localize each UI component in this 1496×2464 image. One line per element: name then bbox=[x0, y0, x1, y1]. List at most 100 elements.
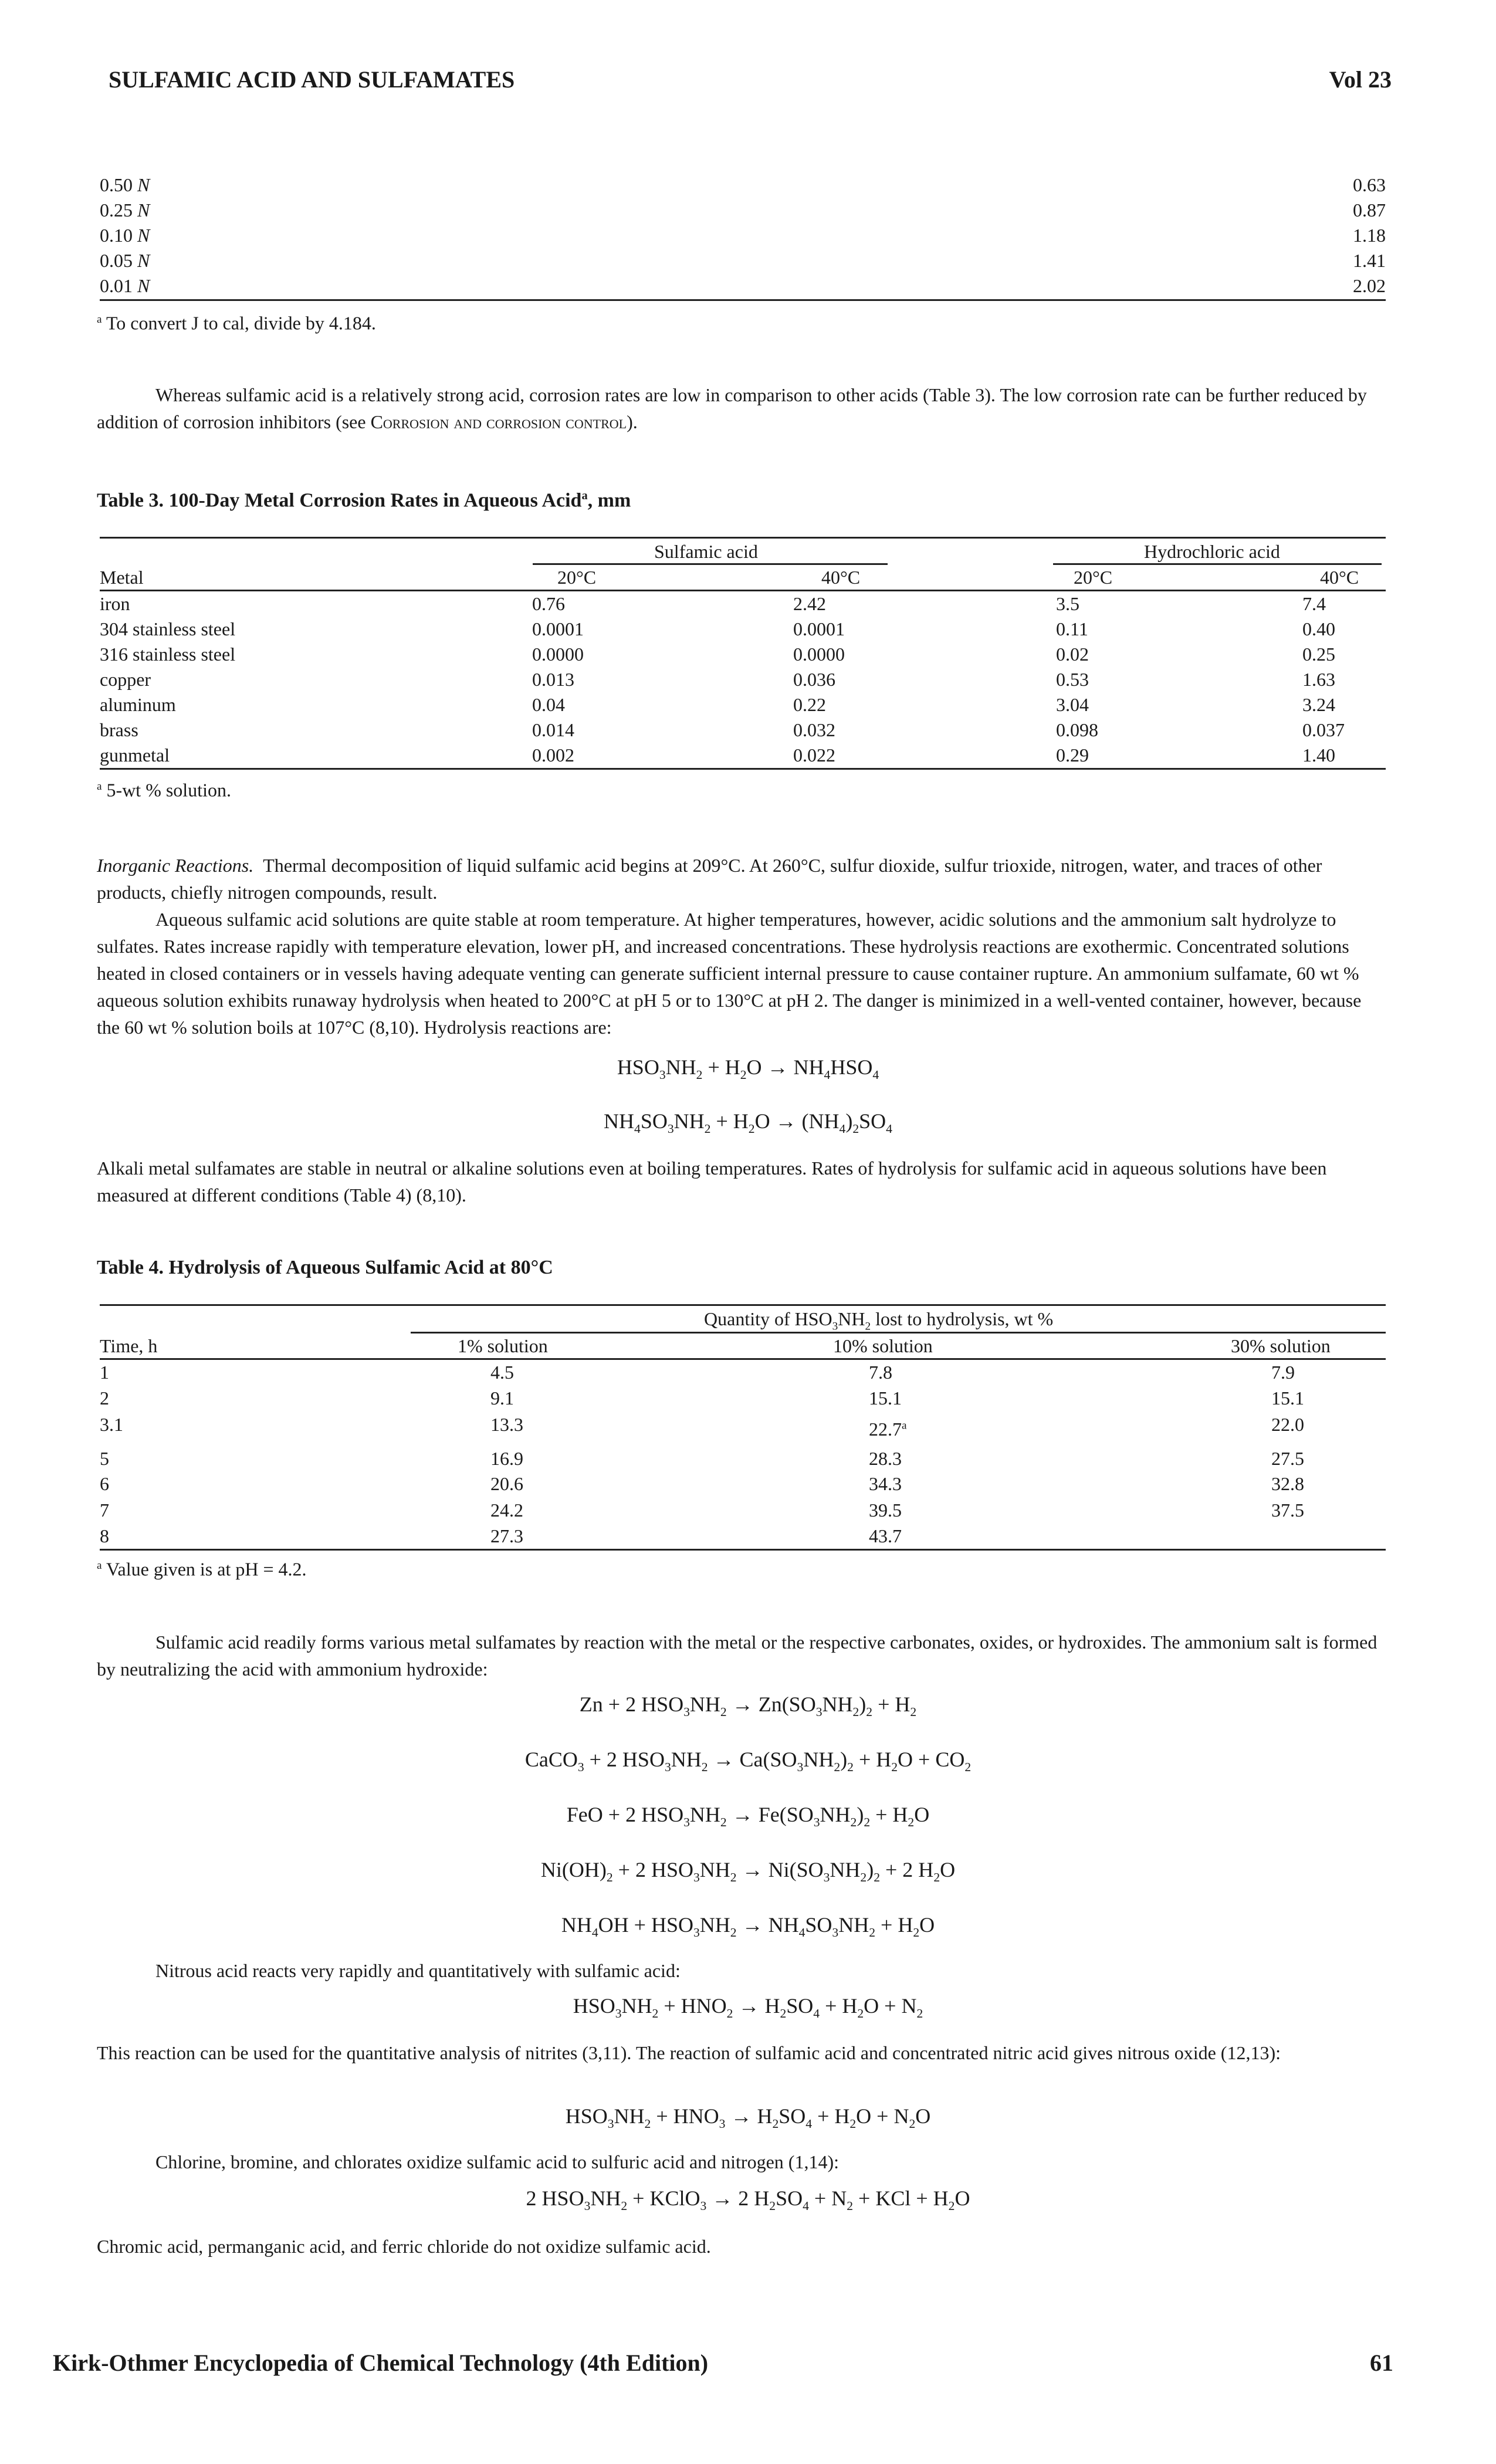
column-header-40c: 40°C bbox=[821, 567, 861, 588]
cell-value: 0.036 bbox=[793, 669, 835, 690]
cell-value: 0.29 bbox=[1056, 744, 1089, 766]
cell-time: 1 bbox=[100, 1362, 109, 1383]
cell-value: 13.3 bbox=[490, 1414, 523, 1435]
cell-value: 0.04 bbox=[532, 694, 565, 715]
paragraph: Whereas sulfamic acid is a relatively st… bbox=[97, 381, 1387, 435]
paragraph: Chlorine, bromine, and chlorates oxidize… bbox=[155, 2151, 839, 2172]
group-header: Quantity of HSO3NH2 lost to hydrolysis, … bbox=[704, 1308, 1054, 1333]
table-row: 7 24.2 39.5 37.5 bbox=[100, 1500, 1386, 1525]
column-header-10pct: 10% solution bbox=[833, 1335, 933, 1356]
table-row: 0.10 N 1.18 bbox=[100, 225, 1386, 251]
equation: Ni(OH)2 + 2 HSO3NH2 → Ni(SO3NH2)2 + 2 H2… bbox=[540, 1858, 956, 1885]
cell-value: 0.11 bbox=[1056, 618, 1088, 639]
table-caption: Table 4. Hydrolysis of Aqueous Sulfamic … bbox=[97, 1257, 553, 1278]
equation: HSO3NH2 + HNO2 → H2SO4 + H2O + N2 bbox=[573, 1994, 923, 2021]
group-header-hydrochloric: Hydrochloric acid bbox=[1144, 541, 1280, 562]
group-rule bbox=[1053, 563, 1382, 565]
cell-value: 1.40 bbox=[1302, 744, 1335, 766]
row-label: 0.10 bbox=[100, 225, 133, 246]
row-label: 0.50 bbox=[100, 174, 133, 195]
cell-metal: gunmetal bbox=[100, 744, 170, 766]
cell-number: 43.7 bbox=[869, 1525, 902, 1546]
cell-value: 16.9 bbox=[490, 1448, 523, 1469]
footnote-mark: a bbox=[97, 1559, 102, 1572]
table-row: 5 16.9 28.3 27.5 bbox=[100, 1448, 1386, 1474]
cell-metal: 316 stainless steel bbox=[100, 644, 236, 665]
cell-value: 1.63 bbox=[1302, 669, 1335, 690]
group-rule bbox=[411, 1332, 1386, 1333]
cell-metal: 304 stainless steel bbox=[100, 618, 236, 639]
table-footnote: a To convert J to cal, divide by 4.184. bbox=[97, 306, 376, 337]
cell-time: 7 bbox=[100, 1500, 109, 1521]
paragraph-tail: ). bbox=[627, 411, 638, 432]
cell-value: 28.3 bbox=[869, 1448, 902, 1470]
cell-value: 0.022 bbox=[793, 744, 835, 766]
footnote-text: 5-wt % solution. bbox=[106, 779, 231, 801]
cell-value: 34.3 bbox=[869, 1473, 902, 1495]
running-header-volume: Vol 23 bbox=[1329, 66, 1392, 93]
cell-value: 27.3 bbox=[490, 1525, 523, 1546]
row-value: 1.18 bbox=[1353, 225, 1386, 246]
cell-metal: copper bbox=[100, 669, 151, 690]
footnote-text: To convert J to cal, divide by 4.184. bbox=[106, 312, 376, 334]
table-row: 3.1 13.3 22.7a 22.0 bbox=[100, 1414, 1386, 1440]
cell-value: 39.5 bbox=[869, 1500, 902, 1521]
table-row: 2 9.1 15.1 15.1 bbox=[100, 1387, 1386, 1413]
column-header-metal: Metal bbox=[100, 567, 144, 588]
row-unit: N bbox=[137, 199, 150, 221]
column-header-30pct: 30% solution bbox=[1231, 1335, 1331, 1356]
cell-value: 9.1 bbox=[490, 1387, 514, 1409]
table-row: 0.25 N 0.87 bbox=[100, 199, 1386, 225]
equation: 2 HSO3NH2 + KClO3 → 2 H2SO4 + N2 + KCl +… bbox=[526, 2187, 970, 2213]
table-row: 316 stainless steel 0.0000 0.0000 0.02 0… bbox=[100, 644, 1386, 669]
cell-value: 7.8 bbox=[869, 1362, 892, 1383]
cell-metal: brass bbox=[100, 719, 138, 740]
cell-value: 0.76 bbox=[532, 593, 565, 614]
table-row: 6 20.6 34.3 32.8 bbox=[100, 1473, 1386, 1499]
cell-value: 20.6 bbox=[490, 1473, 523, 1494]
cell-time: 2 bbox=[100, 1387, 109, 1409]
page-number: 61 bbox=[1370, 2350, 1393, 2376]
footnote-mark: a bbox=[581, 489, 588, 502]
cell-value: 0.0001 bbox=[793, 618, 845, 639]
cell-value: 2.42 bbox=[793, 593, 826, 614]
cell-value: 3.04 bbox=[1056, 694, 1089, 715]
cell-value: 0.098 bbox=[1056, 719, 1098, 740]
cell-value: 0.014 bbox=[532, 719, 574, 740]
footnote-mark: a bbox=[97, 313, 102, 326]
cell-time: 5 bbox=[100, 1448, 109, 1469]
cell-value: 32.8 bbox=[1271, 1473, 1304, 1494]
equation: Zn + 2 HSO3NH2 → Zn(SO3NH2)2 + H2 bbox=[579, 1693, 917, 1720]
group-rule bbox=[533, 563, 888, 565]
cell-value: 0.0001 bbox=[532, 618, 584, 639]
cell-value: 3.24 bbox=[1302, 694, 1335, 715]
section-heading: Inorganic Reactions. bbox=[97, 855, 254, 876]
running-header-title: SULFAMIC ACID AND SULFAMATES bbox=[109, 66, 515, 93]
column-header-20c: 20°C bbox=[557, 567, 597, 588]
table-row: copper 0.013 0.036 0.53 1.63 bbox=[100, 669, 1386, 695]
cell-value: 0.02 bbox=[1056, 644, 1089, 665]
cell-time: 3.1 bbox=[100, 1414, 123, 1435]
cross-reference-link[interactable]: Corrosion and corrosion control bbox=[370, 411, 627, 432]
table-row: 0.05 N 1.41 bbox=[100, 250, 1386, 276]
cell-number: 28.3 bbox=[869, 1448, 902, 1469]
paragraph: This reaction can be used for the quanti… bbox=[97, 2042, 1281, 2063]
table-row: iron 0.76 2.42 3.5 7.4 bbox=[100, 593, 1386, 619]
column-header-time: Time, h bbox=[100, 1335, 158, 1356]
cell-value: 15.1 bbox=[869, 1387, 902, 1409]
cell-value: 37.5 bbox=[1271, 1500, 1304, 1521]
equation: NH4SO3NH2 + H2O → (NH4)2SO4 bbox=[604, 1109, 892, 1136]
row-unit: N bbox=[137, 174, 150, 195]
table-row: aluminum 0.04 0.22 3.04 3.24 bbox=[100, 694, 1386, 720]
footnote-mark: a bbox=[902, 1419, 907, 1432]
row-unit: N bbox=[137, 250, 150, 271]
cell-value: 7.4 bbox=[1302, 593, 1326, 614]
equation: HSO3NH2 + HNO3 → H2SO4 + H2O + N2O bbox=[565, 2104, 931, 2131]
table-footnote: a Value given is at pH = 4.2. bbox=[97, 1552, 307, 1583]
table-row: brass 0.014 0.032 0.098 0.037 bbox=[100, 719, 1386, 745]
cell-value: 7.9 bbox=[1271, 1362, 1295, 1383]
cell-value: 15.1 bbox=[1271, 1387, 1304, 1409]
cell-value: 0.0000 bbox=[532, 644, 584, 665]
row-value: 0.63 bbox=[1353, 174, 1386, 195]
cell-number: 34.3 bbox=[869, 1473, 902, 1494]
